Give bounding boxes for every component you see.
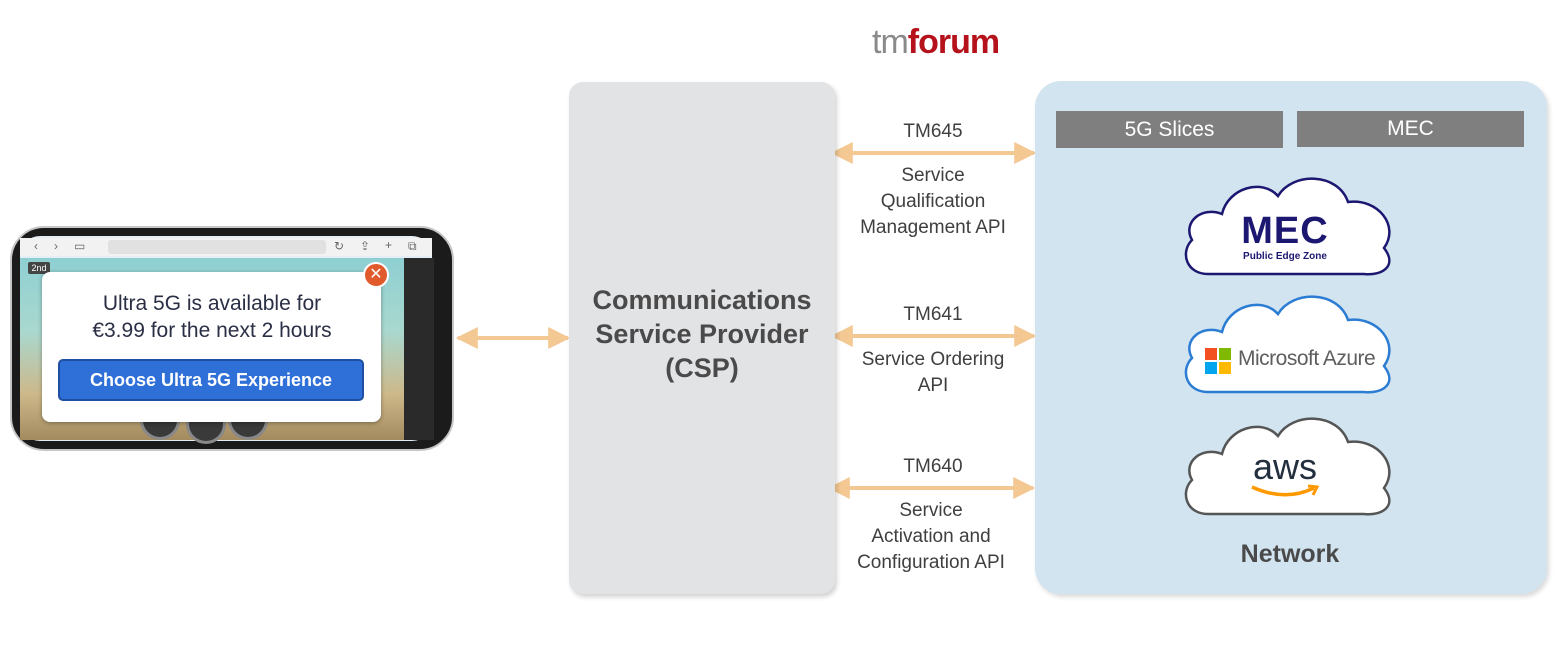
api-name-line: API: [917, 375, 949, 396]
tag-mec: MEC: [1297, 111, 1524, 147]
new-tab-icon[interactable]: +: [385, 238, 393, 252]
forward-icon[interactable]: ›: [54, 239, 58, 253]
game-side-panel: [404, 258, 434, 440]
network-label: Network: [1240, 540, 1340, 568]
close-icon[interactable]: ✕: [363, 262, 389, 288]
api-code-tm641: TM641: [903, 304, 963, 325]
api-name-line: Management API: [860, 217, 1006, 238]
api-name-line: Activation and: [871, 526, 991, 547]
logo-tm-text: tm: [872, 23, 909, 61]
csp-box: [569, 82, 835, 594]
tag-5g-slices: 5G Slices: [1056, 111, 1283, 148]
aws-cloud: [1178, 410, 1400, 520]
bookmarks-icon[interactable]: ▭: [74, 239, 86, 253]
mec-cloud: [1178, 170, 1400, 280]
api-name-line: Configuration API: [857, 552, 1005, 573]
csp-title-line-1: Communications: [592, 285, 812, 315]
csp-title: Communications Service Provider (CSP): [569, 283, 835, 385]
offer-text-line-1: Ultra 5G is available for: [102, 292, 322, 315]
mec-cloud-title: MEC: [1241, 210, 1329, 252]
csp-title-line-3: (CSP): [665, 353, 739, 383]
offer-text-line-2: €3.99 for the next 2 hours: [92, 319, 332, 342]
level-badge: 2nd: [28, 262, 50, 274]
microsoft-logo-icon: [1205, 348, 1231, 379]
api-code-tm640: TM640: [903, 456, 963, 477]
share-icon[interactable]: ⇪: [360, 239, 371, 253]
choose-ultra-5g-button[interactable]: Choose Ultra 5G Experience: [58, 359, 364, 401]
mec-cloud-subtitle: Public Edge Zone: [1243, 251, 1327, 262]
api-name-tm640: Service Activation and Configuration API: [831, 498, 1031, 576]
address-bar[interactable]: [108, 240, 326, 254]
api-name-tm641: Service Ordering API: [833, 347, 1033, 399]
csp-title-line-2: Service Provider: [595, 319, 809, 349]
azure-cloud-label: Microsoft Azure: [1238, 347, 1376, 370]
api-name-line: Service: [899, 500, 963, 521]
tabs-icon[interactable]: ⧉: [408, 239, 417, 253]
logo-forum-text: forum: [907, 23, 1000, 61]
api-name-line: Service: [901, 165, 965, 186]
tmforum-logo: tmforum: [872, 22, 1000, 62]
back-icon[interactable]: ‹: [34, 239, 38, 253]
api-name-tm645: Service Qualification Management API: [833, 163, 1033, 241]
offer-text: Ultra 5G is available for €3.99 for the …: [56, 290, 368, 344]
api-name-line: Service Ordering: [861, 349, 1005, 370]
aws-smile-icon: [1250, 484, 1320, 505]
api-name-line: Qualification: [880, 191, 986, 212]
azure-cloud: [1178, 290, 1400, 398]
reload-icon[interactable]: ↻: [334, 239, 345, 253]
aws-cloud-label: aws: [1252, 446, 1318, 487]
api-code-tm645: TM645: [903, 121, 963, 142]
